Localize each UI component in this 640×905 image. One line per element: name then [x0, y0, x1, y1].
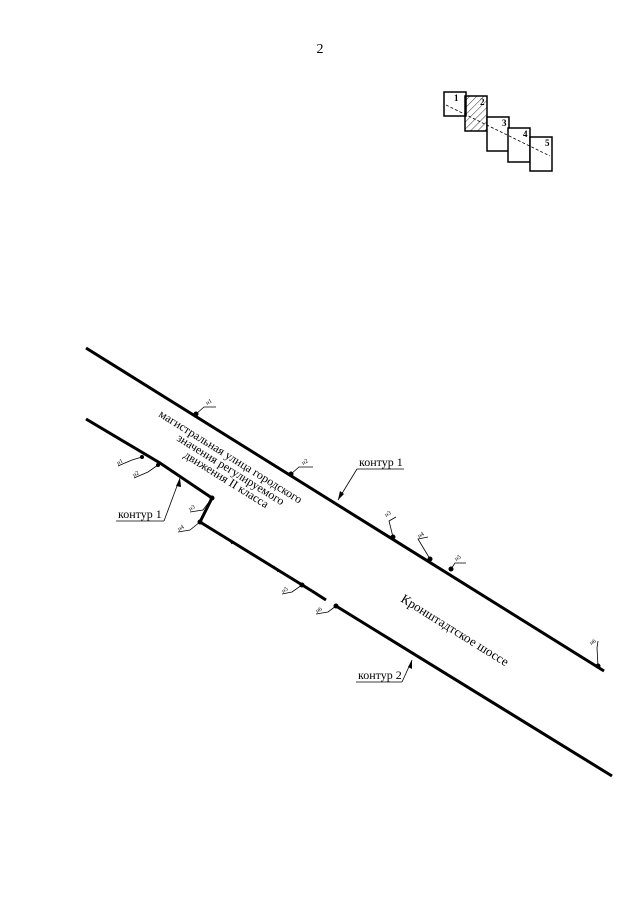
- key-sheet-2-label: 2: [480, 97, 485, 107]
- point-label: н4: [177, 524, 185, 532]
- contour-1-southern-boundary: н1 н2 н3 н4 н5: [85, 417, 327, 602]
- point-label: н2: [301, 458, 309, 466]
- contour-label: контур 2: [358, 668, 402, 682]
- page-number: 2: [316, 42, 324, 57]
- contour-1-northern-boundary: н1 н2 н3 н4 н5 н6: [85, 346, 605, 673]
- point-label: н3: [384, 510, 392, 518]
- contour-2-boundary: н6: [315, 603, 613, 778]
- key-sheet-1-label: 1: [454, 93, 459, 103]
- key-sheet-5-label: 5: [545, 138, 550, 148]
- point-label: н1: [116, 458, 124, 466]
- point-label: н2: [132, 470, 140, 478]
- contour-label: контур 1: [359, 455, 403, 469]
- point-label: н5: [281, 586, 289, 594]
- contour-label: контур 1: [118, 507, 162, 521]
- key-sheet-2: [464, 95, 488, 132]
- point-label: н6: [315, 606, 323, 614]
- contour-1-callout-upper: контур 1: [337, 455, 404, 501]
- point-label: н5: [454, 554, 462, 562]
- point-label: н6: [589, 638, 597, 646]
- gap-dash: [311, 589, 327, 602]
- key-map: 1 2 3 4 5: [443, 91, 553, 172]
- street-label-line-2: значения регулируемого: [174, 431, 287, 508]
- point-label: н3: [188, 504, 196, 512]
- key-route-line: [445, 104, 551, 157]
- contour-1-callout-left: контур 1: [116, 477, 181, 522]
- key-sheet-5: [529, 136, 553, 172]
- street-label: магистральная улица городского значения …: [156, 407, 305, 512]
- street-label-line-1: магистральная улица городского: [156, 407, 305, 507]
- key-sheet-4-label: 4: [523, 129, 528, 139]
- point-label: н1: [205, 398, 213, 406]
- contour-2-callout: контур 2: [356, 659, 413, 683]
- point-label: н4: [417, 531, 425, 539]
- key-sheet-3-label: 3: [502, 118, 507, 128]
